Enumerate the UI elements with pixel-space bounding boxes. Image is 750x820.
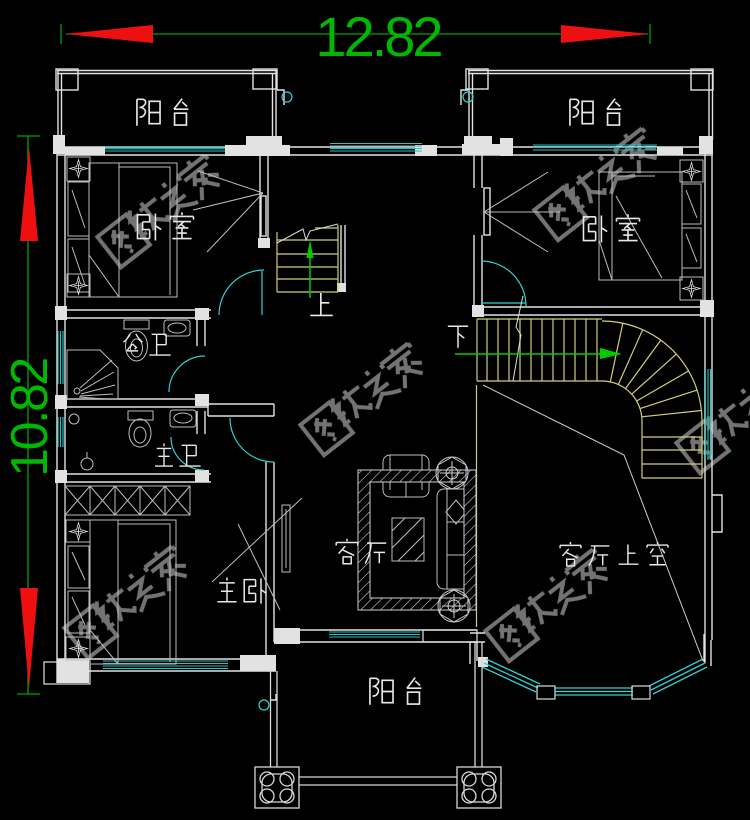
svg-text:10.82: 10.82 bbox=[1, 359, 59, 477]
svg-text:12.82: 12.82 bbox=[315, 5, 441, 68]
